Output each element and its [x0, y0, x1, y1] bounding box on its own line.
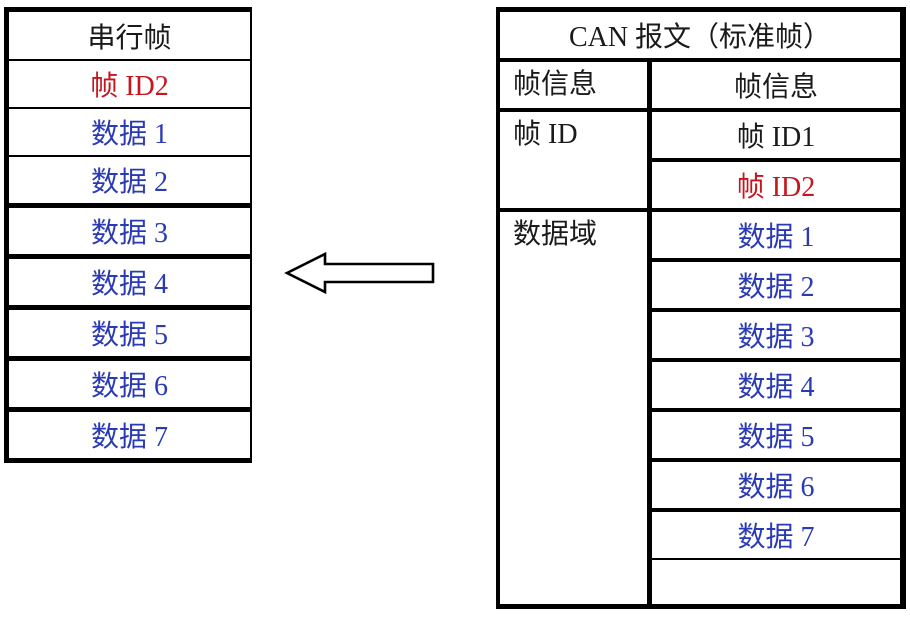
can-frame-cell: 帧信息	[733, 71, 818, 103]
serial-frame-row: 数据 3	[9, 208, 250, 259]
can-frame-cell: 数据 6	[652, 462, 900, 512]
can-frame-title: CAN 报文（标准帧）	[500, 12, 900, 62]
serial-frame-row: 数据 1	[9, 109, 250, 157]
can-frame-group-label: 数据域	[500, 212, 652, 604]
serial-frame-row: 帧 ID2	[9, 61, 250, 109]
can-frame-cell: 数据 5	[652, 412, 900, 462]
serial-frame-row: 数据 4	[9, 259, 250, 310]
can-frame-group-cells: 帧信息	[652, 62, 900, 108]
can-frame-cell: 数据 2	[652, 262, 900, 312]
can-frame-cell: 数据 3	[652, 312, 900, 362]
serial-frame-row: 数据 2	[9, 157, 250, 208]
can-frame-cell-empty	[652, 560, 900, 604]
serial-frame-row: 数据 7	[90, 422, 168, 453]
can-frame-cell: 帧 ID2	[736, 172, 816, 203]
can-frame-group: 帧信息 帧信息	[500, 62, 900, 112]
can-frame-cell: 数据 4	[652, 362, 900, 412]
can-frame-group-label: 帧信息	[500, 62, 652, 108]
can-frame-cell: 数据 7	[652, 512, 900, 560]
can-frame-cell: 数据 1	[652, 212, 900, 262]
can-frame-cell: 帧 ID1	[652, 112, 900, 162]
can-frame-group-cells: 帧 ID1 帧 ID2	[652, 112, 900, 208]
serial-frame-row: 数据 5	[9, 310, 250, 361]
serial-frame-title: 串行帧	[9, 12, 250, 61]
can-frame-group-label: 帧 ID	[500, 112, 652, 208]
arrow-left-icon	[284, 251, 435, 295]
serial-frame-row: 数据 6	[9, 361, 250, 412]
